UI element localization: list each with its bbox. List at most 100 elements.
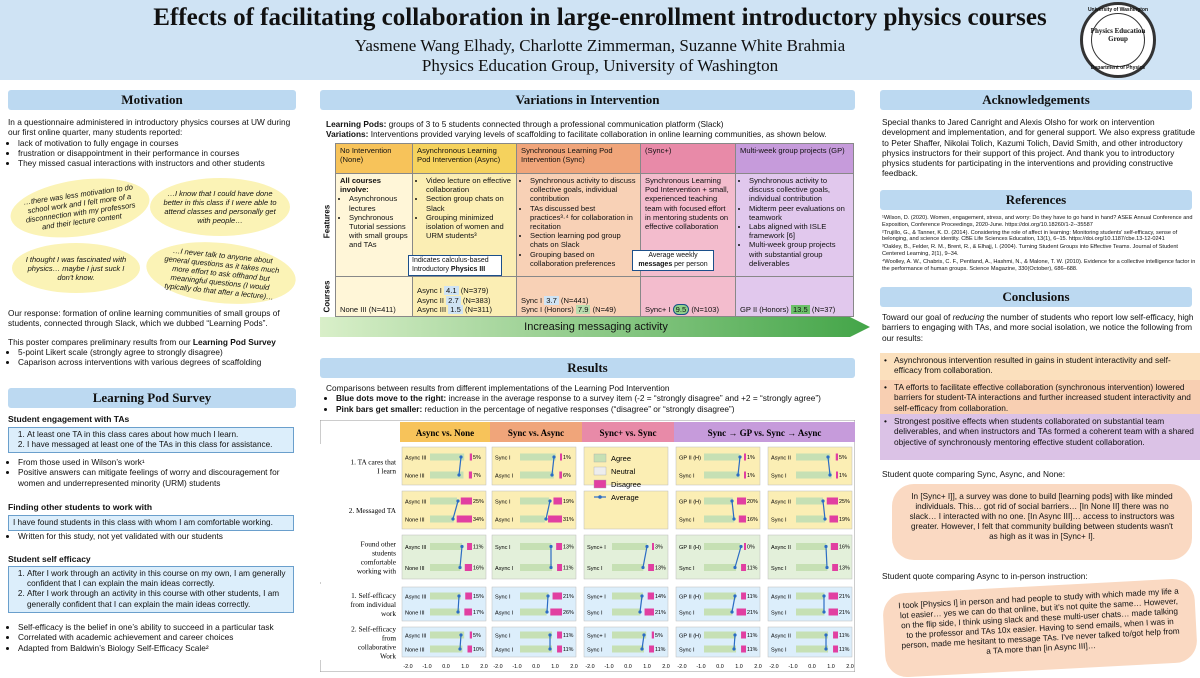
compare-bullet: Caparison across interventions with vari… bbox=[18, 357, 298, 367]
courses-none: None III (N=411) bbox=[335, 276, 413, 317]
self-notes: Self-efficacy is the belief in one’s abi… bbox=[8, 622, 298, 653]
seal-top-text: University of Washington bbox=[1087, 7, 1149, 13]
average-line bbox=[731, 500, 735, 520]
plot-panel bbox=[675, 490, 761, 530]
disagree-bar bbox=[836, 471, 838, 479]
conclusion-text: Asynchronous intervention resulted in ga… bbox=[894, 355, 1171, 376]
pct-label: 1% bbox=[563, 455, 571, 461]
courses-sync: Sync I 3.7 (N=441) Sync I (Honors) 7.9 (… bbox=[516, 276, 641, 317]
average-dot bbox=[645, 544, 649, 549]
feature-item: Synchronous Tutorial sessions with small… bbox=[349, 213, 408, 250]
pct-label: 11% bbox=[747, 566, 758, 572]
average-dot bbox=[458, 565, 462, 570]
average-dot bbox=[552, 455, 556, 459]
axis-tick-label: 1.0 bbox=[461, 664, 469, 670]
average-dot bbox=[456, 610, 460, 614]
motivation-response-block: Our response: formation of online learni… bbox=[8, 308, 298, 367]
feature-item: TAs discussed best practices³·⁴ for coll… bbox=[530, 204, 636, 232]
agree-bar bbox=[430, 471, 464, 479]
row-label-line: from bbox=[382, 634, 397, 643]
pct-label: 11% bbox=[747, 647, 758, 653]
engage-bullet: Positive answers can mitigate feelings o… bbox=[18, 467, 298, 488]
pct-label: 7% bbox=[473, 473, 481, 479]
plot-panel bbox=[583, 534, 669, 580]
bar-label: Sync I bbox=[679, 566, 695, 572]
disagree-bar bbox=[741, 645, 746, 653]
pct-label: 20% bbox=[747, 499, 758, 505]
axis-tick-label: 0.0 bbox=[716, 664, 724, 670]
features-side-label: Features bbox=[322, 204, 332, 239]
agree-bar bbox=[796, 645, 829, 653]
col-head-sync: Synchronous Learning Pod Intervention (S… bbox=[516, 143, 641, 174]
bar-label: Sync+ I bbox=[587, 595, 606, 601]
courses-async: Async I 4.1 (N=379) Async II 2.7 (N=383)… bbox=[412, 276, 517, 317]
average-dot bbox=[548, 499, 552, 503]
col-head-syncplus: (Sync+) bbox=[640, 143, 736, 174]
quote1-label: Student quote comparing Sync, Async, and… bbox=[882, 469, 1066, 479]
feature-item: Labs aligned with ISLE framework [6] bbox=[749, 222, 849, 240]
pct-label: 13% bbox=[563, 545, 574, 551]
find-notes: Written for this study, not yet validate… bbox=[8, 531, 298, 541]
bar-label: Sync I bbox=[495, 456, 511, 462]
pct-label: 11% bbox=[839, 633, 850, 639]
feature-item: Grouping based on collaboration preferen… bbox=[530, 250, 636, 268]
variations-intro: Learning Pods: groups of 3 to 5 students… bbox=[326, 119, 861, 140]
row-label-bg bbox=[320, 624, 400, 660]
results-bullet: Blue dots move to the right: increase in… bbox=[336, 393, 866, 403]
bar-label: Sync I bbox=[495, 595, 511, 601]
engage-bullet: From those used in Wilson’s work¹ bbox=[18, 457, 298, 467]
row-label-line: students bbox=[372, 549, 396, 558]
average-dot bbox=[451, 517, 455, 521]
average-dot bbox=[733, 633, 737, 637]
bar-label: GP II (H) bbox=[679, 500, 701, 506]
pct-label: 13% bbox=[839, 566, 850, 572]
axis-tick-label: -1.0 bbox=[512, 664, 521, 670]
motivation-compare: This poster compares preliminary results… bbox=[8, 337, 298, 347]
bar-label: Async II bbox=[771, 545, 791, 551]
average-dot bbox=[821, 499, 825, 503]
course-n: (N=311) bbox=[464, 304, 493, 314]
reference-item: ⁴Woolley, A. W., Chabris, C. F., Pentlan… bbox=[882, 258, 1196, 272]
bar-label: Sync I bbox=[771, 566, 787, 572]
axis-tick-label: -2.0 bbox=[493, 664, 502, 670]
conclusion-text: Strongest positive effects when students… bbox=[894, 416, 1194, 447]
dots-text: increase in the average response to a su… bbox=[446, 393, 821, 404]
axis-tick-label: -2.0 bbox=[769, 664, 778, 670]
agree-bar bbox=[704, 592, 737, 600]
results-intro: Comparisons between results from differe… bbox=[326, 383, 866, 414]
msg-score: 1.5 bbox=[448, 304, 463, 314]
agree-bar bbox=[520, 471, 554, 479]
average-dot bbox=[822, 594, 826, 598]
axis-tick-label: 2.0 bbox=[570, 664, 578, 670]
msg-score: 4.1 bbox=[444, 286, 459, 296]
compare-bold: Learning Pod Survey bbox=[192, 336, 276, 347]
feature-item: Multi-week group projects with substanti… bbox=[749, 240, 849, 268]
bar-label: Sync I bbox=[771, 518, 787, 524]
average-dot bbox=[458, 647, 462, 651]
bar-label: Async III bbox=[405, 634, 427, 640]
average-dot bbox=[825, 565, 829, 570]
disagree-bar bbox=[556, 543, 562, 550]
average-line bbox=[639, 595, 643, 613]
msg-score: 7.9 bbox=[575, 304, 591, 314]
ack-text: Special thanks to Jared Canright and Ale… bbox=[882, 117, 1196, 179]
agree-bar bbox=[704, 645, 737, 653]
arrow-label: Increasing messaging activity bbox=[524, 321, 668, 333]
average-dot bbox=[549, 544, 553, 549]
feature-item: Video lecture on effective collaboration bbox=[426, 176, 512, 194]
average-dot bbox=[457, 594, 461, 598]
find-item-box: I have found students in this class with… bbox=[8, 515, 294, 532]
agree-bar bbox=[704, 564, 737, 571]
axis-tick-label: 1.0 bbox=[735, 664, 743, 670]
pct-label: 19% bbox=[563, 499, 574, 505]
bar-label: Sync+ I bbox=[587, 545, 606, 551]
axis-tick-label: 1.0 bbox=[643, 664, 651, 670]
plot-panel bbox=[401, 446, 487, 486]
reference-item: ²Trujillo, G., & Tanner, K. D. (2014). C… bbox=[882, 229, 1178, 243]
disagree-bar bbox=[741, 631, 746, 639]
disagree-bar bbox=[468, 471, 472, 479]
average-dot bbox=[456, 499, 460, 503]
legend-label: Agree bbox=[611, 454, 631, 463]
